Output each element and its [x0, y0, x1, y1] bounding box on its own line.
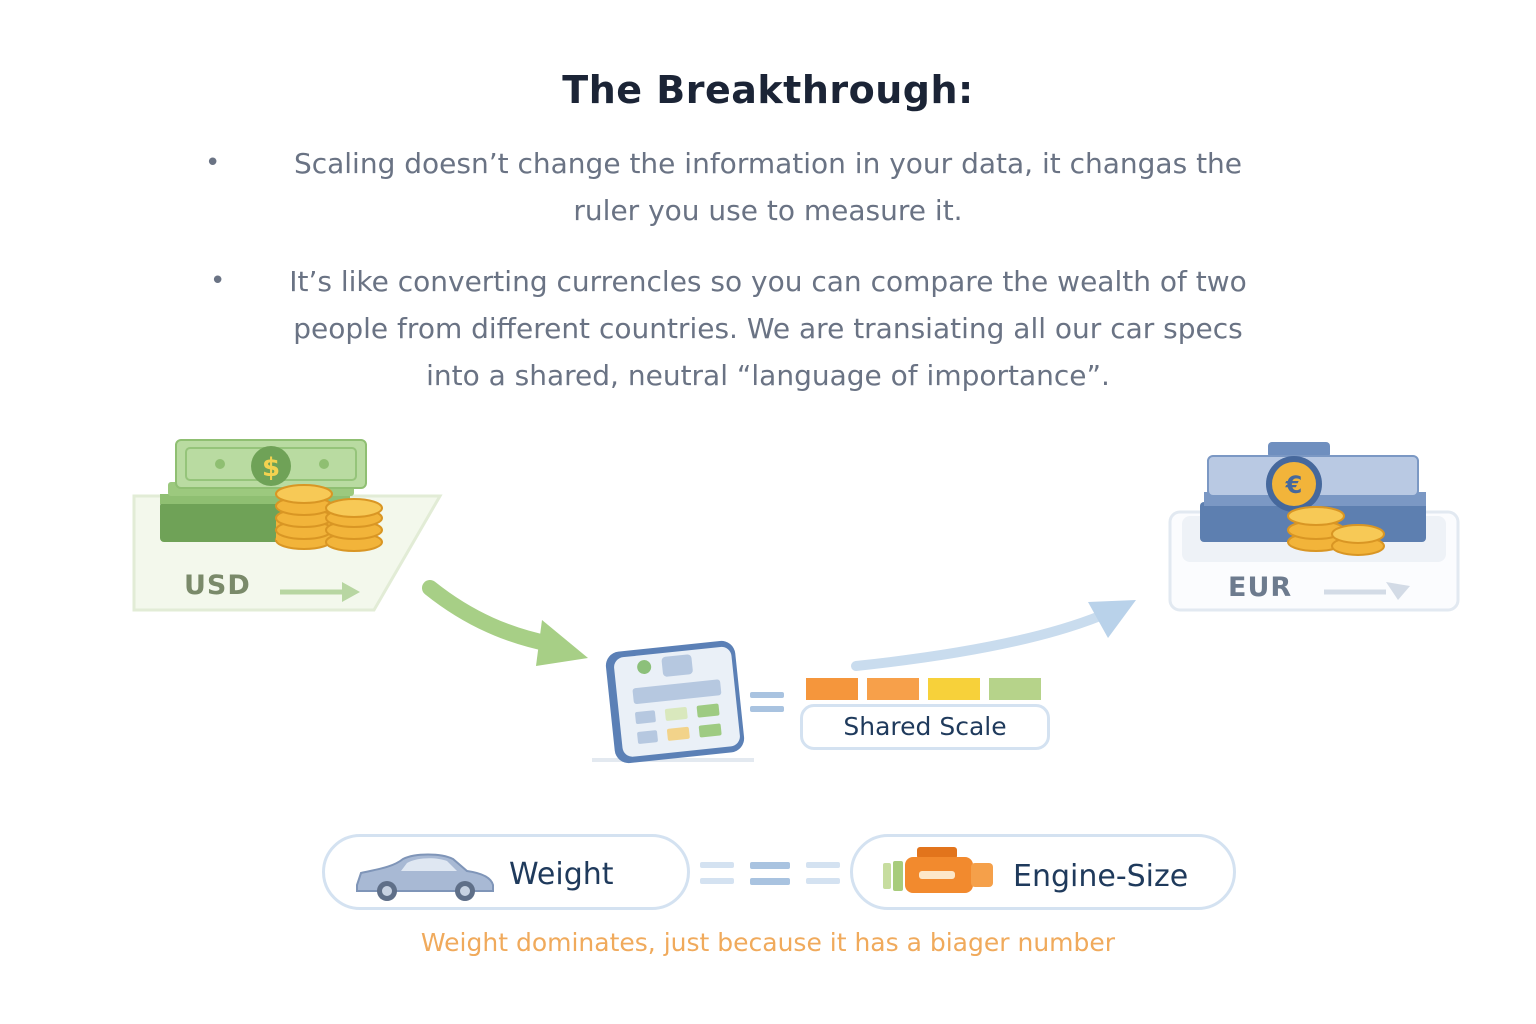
dollar-symbol: $	[262, 453, 280, 483]
euro-symbol: €	[1285, 471, 1303, 499]
euro-cash-icon: €	[1168, 442, 1460, 612]
scale-segment	[806, 678, 858, 700]
caption-text: Weight dominates, just because it has a …	[420, 928, 1116, 957]
weight-pill: Weight	[322, 834, 690, 910]
green-arrow-icon	[422, 580, 588, 666]
bullet-item: • Scaling doesn’t change the information…	[205, 140, 1313, 234]
scale-segment	[867, 678, 919, 700]
calculator-icon	[592, 640, 754, 764]
usd-label: USD	[184, 570, 251, 601]
engine-size-pill: Engine-Size	[850, 834, 1236, 910]
page-title: The Breakthrough:	[562, 68, 974, 112]
scale-bar	[806, 678, 1041, 700]
bullet-line: ruler you use to measure it.	[573, 194, 963, 227]
bullet-line: into a shared, neutral “language of impo…	[426, 359, 1110, 392]
weight-label: Weight	[509, 857, 614, 892]
scale-segment	[989, 678, 1041, 700]
equals-icon	[750, 692, 784, 712]
dollar-cash-icon: $	[132, 439, 443, 612]
bullet-line: people from different countries. We are …	[293, 312, 1243, 345]
bullet-item: • It’s like converting currencles so you…	[210, 258, 1308, 399]
bullet-list: • Scaling doesn’t change the information…	[0, 140, 1536, 423]
bullet-line: Scaling doesn’t change the information i…	[293, 147, 1243, 180]
engine-size-label: Engine-Size	[1013, 859, 1189, 894]
equals-icon	[700, 862, 840, 885]
eur-label: EUR	[1228, 572, 1293, 603]
blue-arrow-icon	[851, 600, 1136, 671]
engine-icon	[883, 847, 993, 893]
bullet-marker: •	[205, 148, 221, 178]
bullet-marker: •	[210, 266, 226, 296]
scale-segment	[928, 678, 980, 700]
bullet-line: It’s like converting currencles so you c…	[289, 265, 1247, 298]
car-icon	[356, 853, 494, 901]
shared-scale-label: Shared Scale	[800, 704, 1050, 750]
